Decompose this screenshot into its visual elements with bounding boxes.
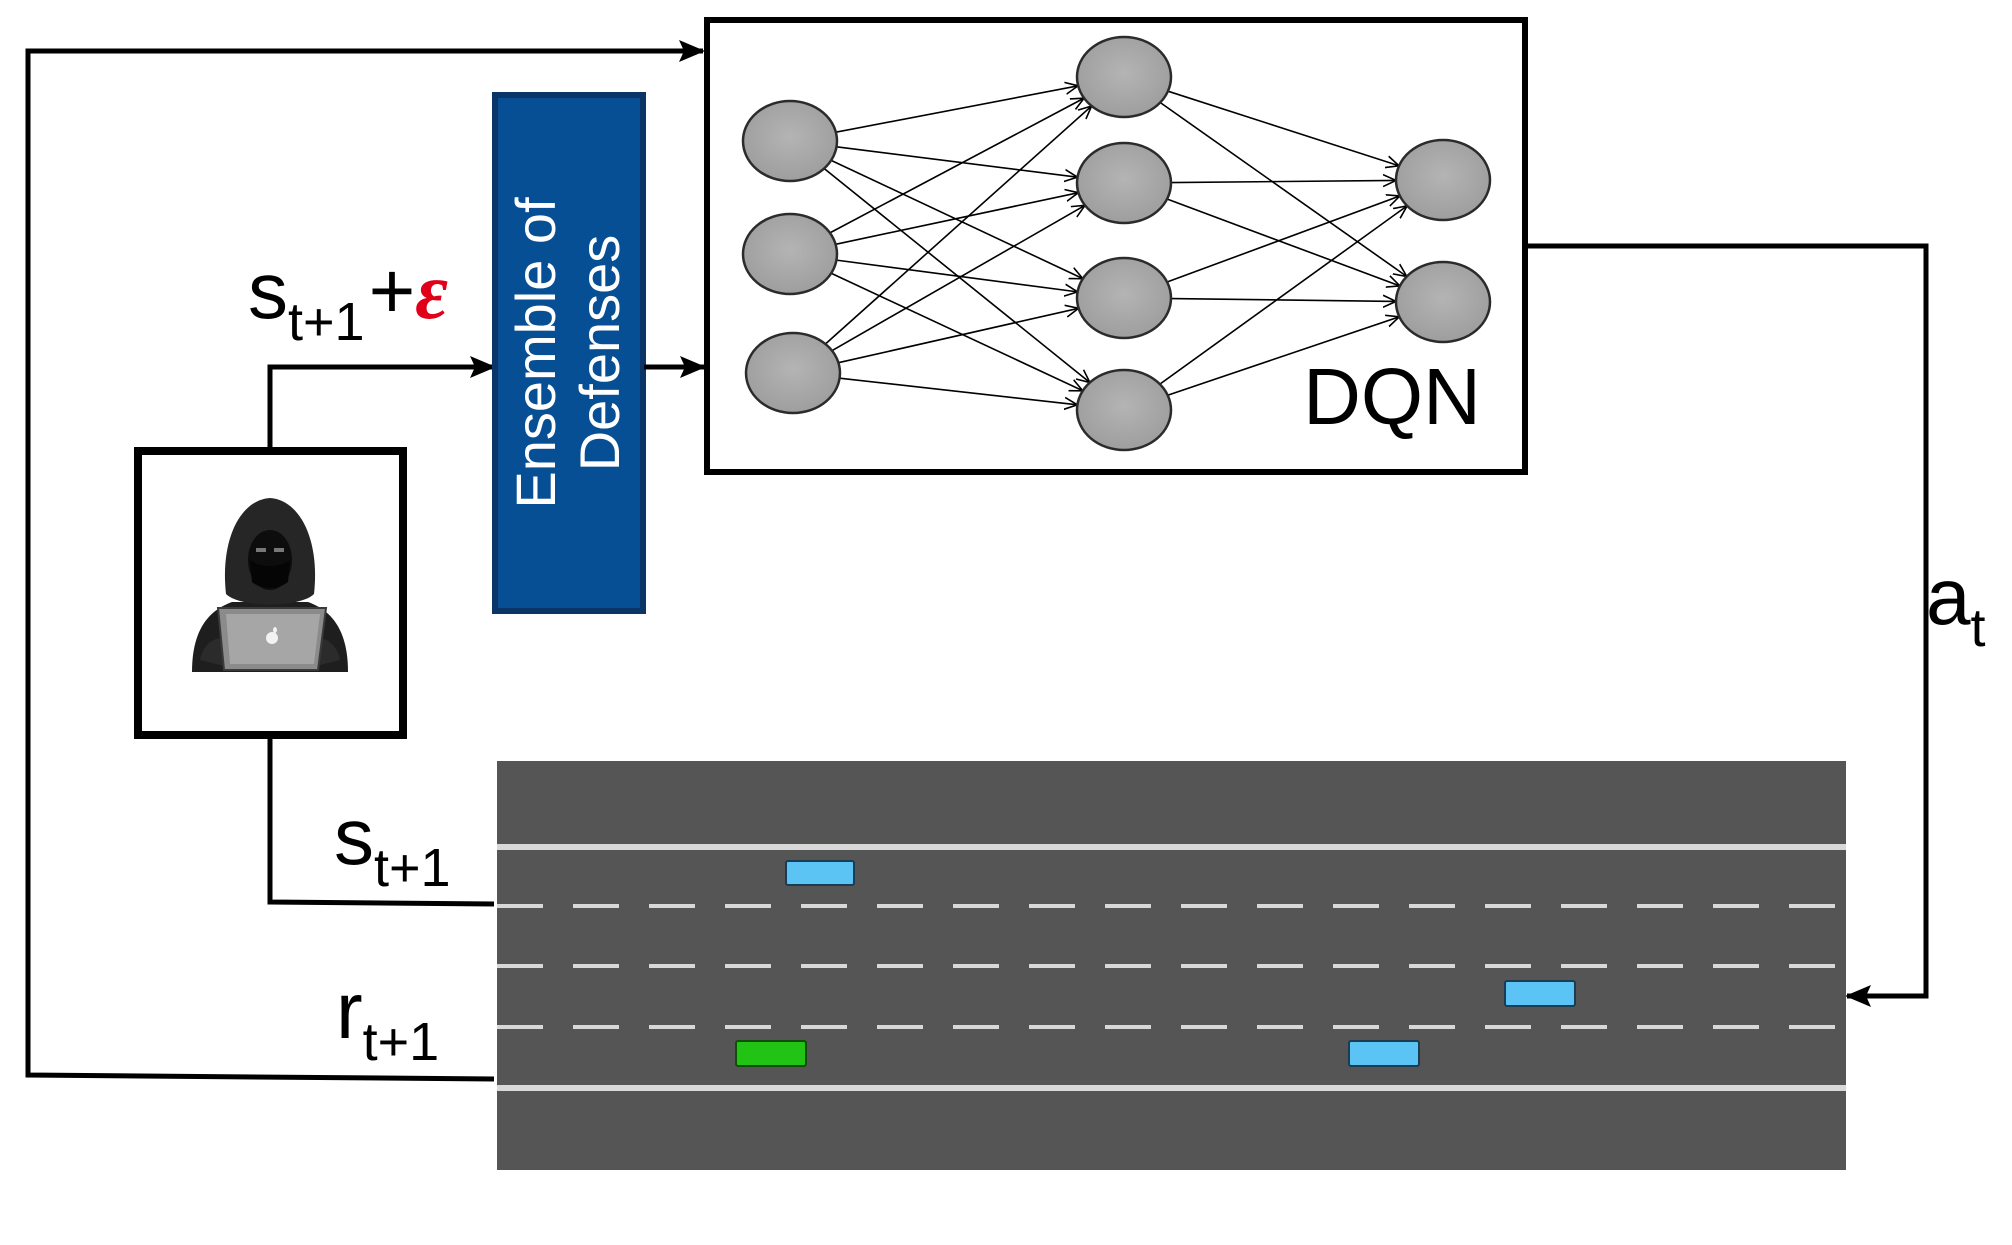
ensemble-of-defenses-label: Ensemble of Defenses [504, 197, 631, 509]
input-neuron [741, 99, 839, 183]
output-neuron [1394, 260, 1492, 344]
hidden-neuron [1075, 35, 1173, 119]
network-connection [1167, 317, 1400, 396]
vehicle-blue [785, 860, 855, 886]
svg-text:Ensemble of: Ensemble of [504, 197, 567, 509]
network-connection [1166, 198, 1400, 286]
hidden-neuron [1075, 141, 1173, 225]
vehicle-blue [1504, 980, 1576, 1007]
action-arrow [1527, 243, 1929, 1007]
input-neuron [741, 212, 839, 296]
highway-environment [497, 761, 1846, 1170]
network-connection [1167, 90, 1399, 166]
network-connection [835, 86, 1078, 133]
output-neuron [1394, 138, 1492, 222]
network-connection [1170, 299, 1396, 302]
network-connection [835, 193, 1079, 246]
perturbed-state-label: st+1+ε [248, 246, 448, 352]
network-connection [1166, 196, 1400, 283]
state-line [267, 739, 495, 907]
network-connection [829, 98, 1084, 234]
network-connection [831, 205, 1085, 352]
ensemble-of-defenses-box [492, 92, 646, 614]
action-label: at [1926, 552, 1986, 658]
network-connection [1159, 206, 1407, 385]
network-connection [1170, 180, 1396, 182]
dqn-label: DQN [1303, 352, 1481, 441]
network-connection [824, 106, 1091, 345]
network-connection [839, 377, 1078, 405]
network-connection [838, 308, 1078, 364]
state-label: st+1 [334, 792, 451, 898]
reward-label: rt+1 [336, 966, 439, 1072]
network-connection [836, 146, 1077, 177]
neural-network-edges [823, 86, 1407, 405]
network-connection [830, 159, 1083, 278]
hooded-hacker-with-laptop-icon [192, 498, 348, 672]
ego-vehicle-green [735, 1040, 807, 1067]
perturbed-state-arrow [267, 356, 496, 451]
reward-feedback-line [25, 40, 705, 1082]
network-connection [830, 272, 1083, 391]
road-surface [497, 761, 1846, 1170]
hidden-neuron [1075, 368, 1173, 452]
svg-text:Defenses: Defenses [568, 235, 631, 472]
network-connection [1159, 101, 1407, 277]
neural-network-nodes [741, 35, 1492, 452]
input-neuron [744, 331, 842, 415]
hidden-neuron [1075, 256, 1173, 340]
network-connection [836, 259, 1077, 292]
vehicle-blue [1348, 1040, 1420, 1067]
